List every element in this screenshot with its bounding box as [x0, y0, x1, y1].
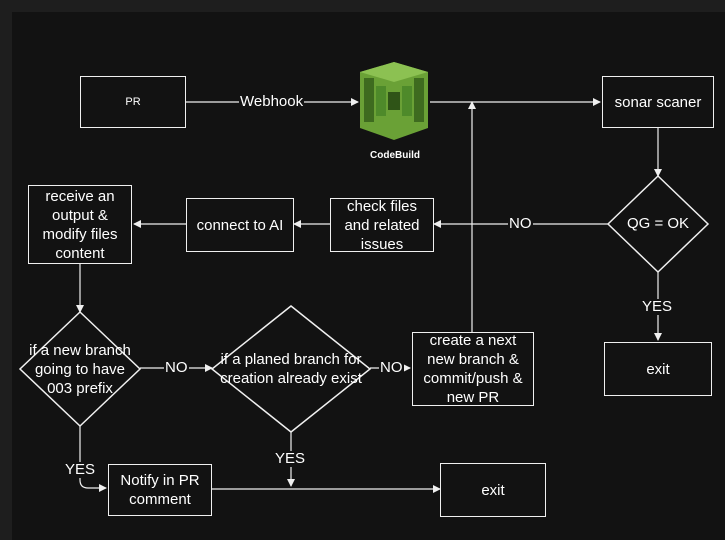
create-label: create a next new branch & commit/push &…	[423, 332, 523, 406]
edge-prefix-notify	[79, 426, 107, 492]
check-label: check files and related issues	[344, 197, 420, 253]
connect-label: connect to AI	[196, 216, 284, 234]
no-planned-label: NO	[379, 359, 404, 376]
webhook-label: Webhook	[239, 93, 305, 110]
exit-bottom-node: exit	[440, 463, 546, 517]
exit-bottom-label: exit	[481, 481, 505, 499]
notify-label: Notify in PR comment	[120, 472, 200, 508]
codebuild-label: CodeBuild	[370, 150, 420, 161]
exit-top-label: exit	[646, 360, 670, 378]
receive-label: receive an output & modify files content	[42, 187, 118, 262]
yes-planned-label: YES	[274, 450, 307, 467]
prefix-label: if a new branch going to have 003 prefix	[29, 342, 131, 397]
pr-node: PR	[80, 76, 186, 128]
no-qg-label: NO	[508, 215, 533, 232]
receive-node: receive an output & modify files content	[28, 185, 132, 264]
prefix-diamond	[18, 310, 142, 428]
yes-qg-label: YES	[641, 298, 674, 315]
qg-diamond	[606, 174, 710, 274]
planned-label: if a planed branch for creation already …	[220, 351, 362, 387]
notify-node: Notify in PR comment	[108, 464, 212, 516]
qg-label: QG = OK	[626, 215, 690, 232]
check-node: check files and related issues	[330, 197, 434, 253]
create-node: create a next new branch & commit/push &…	[412, 332, 534, 406]
codebuild-icon	[360, 62, 428, 140]
exit-top-node: exit	[604, 342, 712, 396]
planned-diamond	[210, 305, 372, 433]
connect-node: connect to AI	[186, 198, 294, 252]
sonar-label: sonar scaner	[614, 93, 702, 111]
sonar-node: sonar scaner	[602, 76, 714, 128]
yes-prefix-label: YES	[64, 461, 97, 478]
no-prefix-label: NO	[164, 359, 189, 376]
pr-label: PR	[125, 95, 141, 108]
